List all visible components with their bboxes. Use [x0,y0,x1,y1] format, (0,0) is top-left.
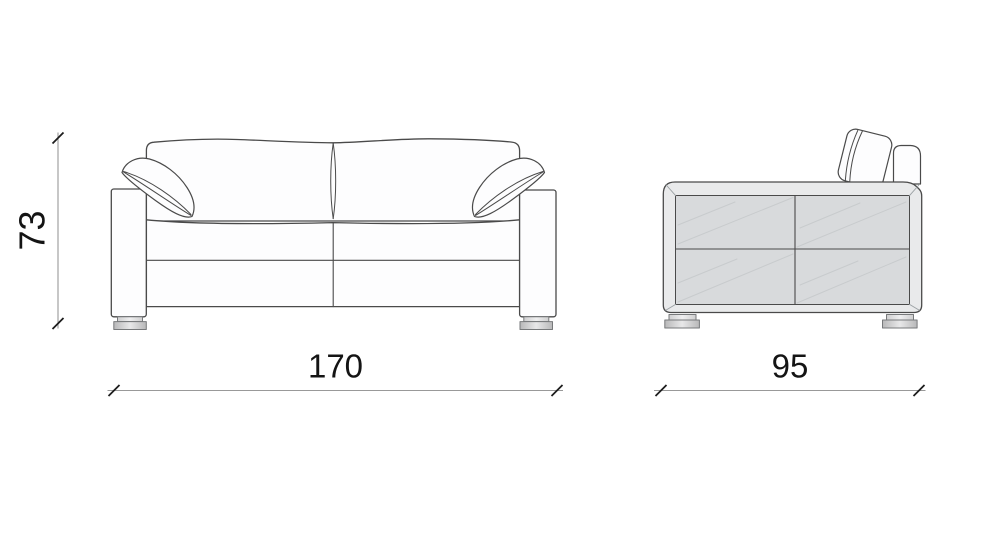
dimension-height: 73 [12,131,65,330]
armrest-pillow-left [121,157,195,218]
foot-top [523,316,550,323]
dimension-tick [912,384,926,397]
dimension-depth: 95 [654,348,926,397]
dimension-tick [550,384,564,397]
dimension-tick [107,384,121,397]
back-cushions [145,138,521,222]
front-view [110,138,557,331]
side-foot-left [664,314,700,329]
cushion-outline [837,128,893,189]
foot-top [117,316,143,323]
cushion-crease [844,129,863,183]
dimension-height-value: 73 [12,210,53,250]
foot-base [664,319,700,329]
foot-base [113,321,147,331]
back-cushion-seam [330,142,337,220]
side-view [662,128,923,329]
foot-base [519,321,553,331]
front-foot-left [113,316,147,331]
pillow-crease [123,171,192,216]
pillow-crease [475,171,544,216]
front-foot-right [519,316,553,331]
dimension-width: 170 [107,348,564,397]
side-foot-right [882,314,918,329]
armrest-left [110,188,147,318]
dimension-tick [51,317,65,330]
armrest-pillow-right [472,157,546,218]
dimension-tick [51,131,65,145]
dimension-width-value: 170 [308,348,363,385]
armrest-right [518,189,557,318]
backrest-frame [892,144,922,185]
foot-base [882,319,918,329]
foot-top [668,314,697,321]
dimension-depth-value: 95 [772,348,809,385]
bevel-seams [665,184,920,311]
foot-top [886,314,914,321]
backrest-cushion [837,128,893,189]
dimension-tick [654,384,668,397]
reflection-lines [677,197,907,304]
